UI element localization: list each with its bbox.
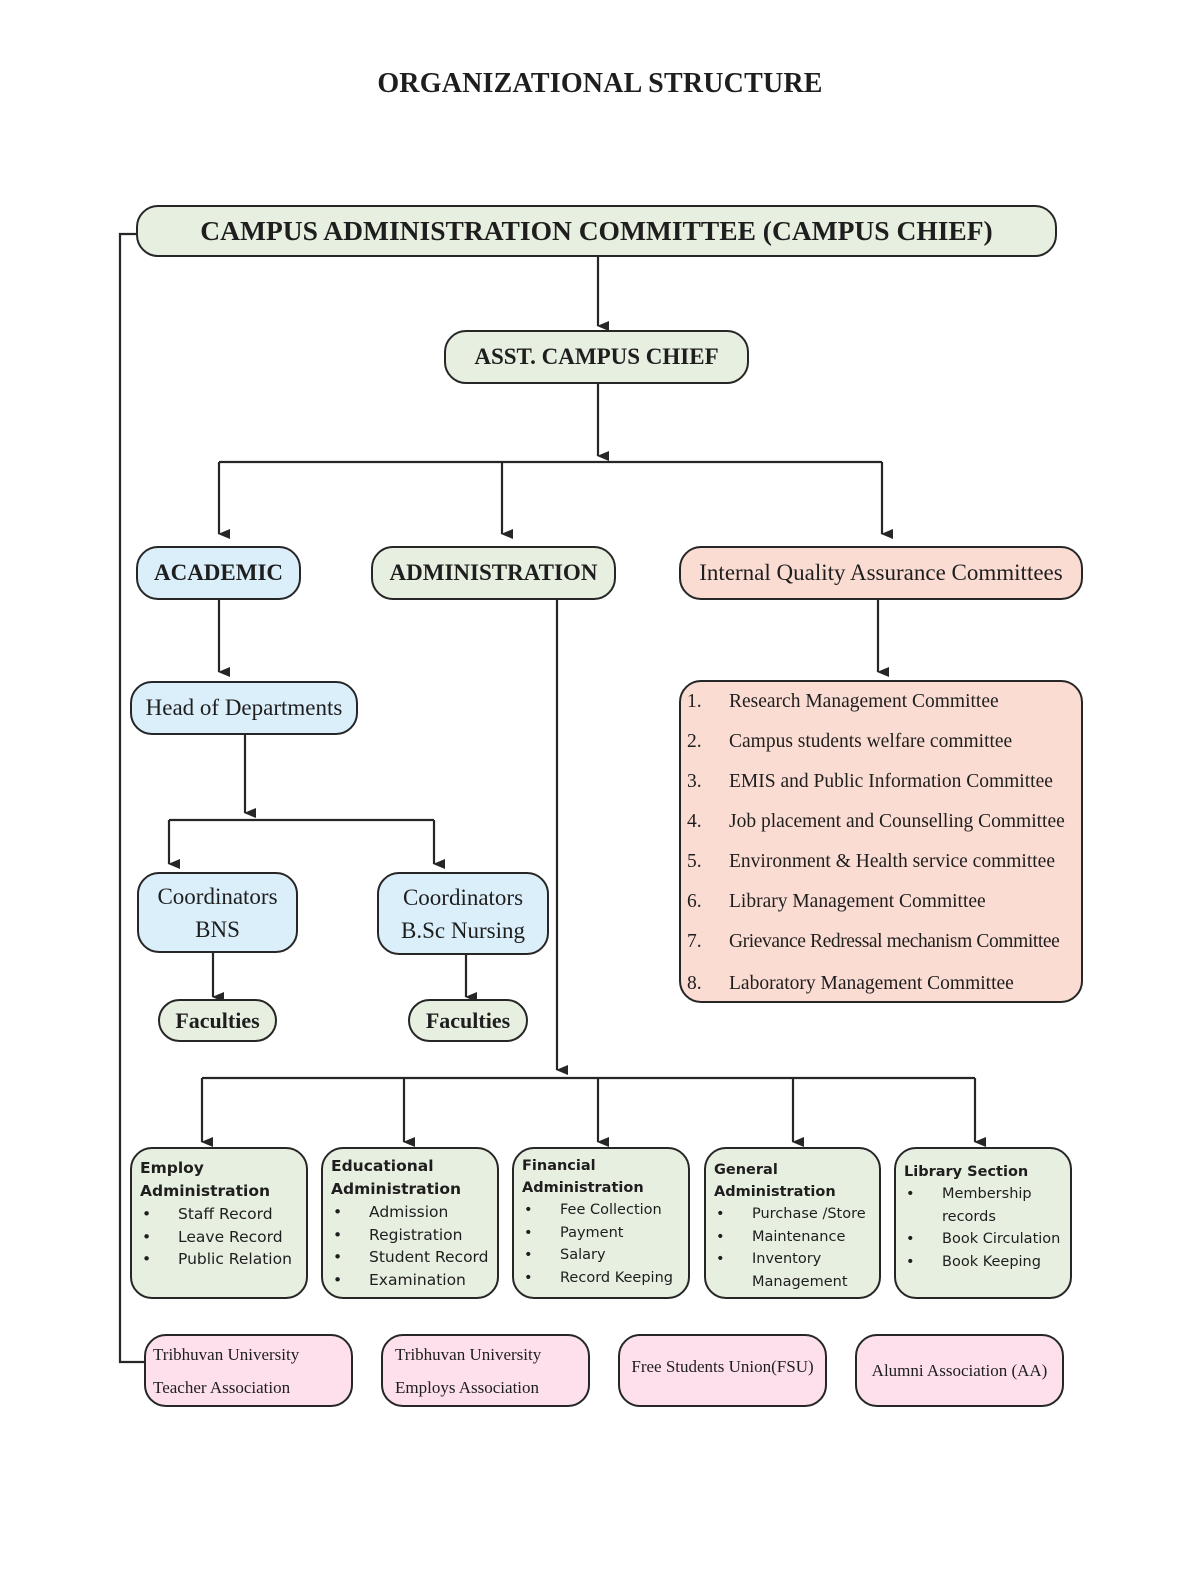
iqac-committee-item: 6. Library Management Committee	[687, 891, 986, 912]
head-of-departments-node: Head of Departments	[130, 681, 358, 735]
connector-committee-to-associations	[118, 232, 145, 1364]
association-line1: Tribhuvan University	[395, 1345, 542, 1364]
bullet-icon: •	[906, 1186, 915, 1202]
educational-administration-section: Educational Administration •Admission •R…	[321, 1147, 499, 1299]
section-item: •Public Relation	[140, 1248, 300, 1271]
section-item: •Admission	[331, 1201, 491, 1224]
campus-committee-node: CAMPUS ADMINISTRATION COMMITTEE (CAMPUS …	[136, 205, 1057, 257]
bullet-icon: •	[142, 1205, 152, 1223]
faculties-bns-node: Faculties	[158, 999, 277, 1042]
section-heading: Library Section	[904, 1164, 1029, 1180]
head-of-departments-label: Head of Departments	[145, 695, 343, 720]
iqac-committee-item: 4. Job placement and Counselling Committ…	[687, 811, 1065, 832]
section-item: •Maintenance	[714, 1226, 873, 1249]
academic-label: ACADEMIC	[153, 560, 284, 585]
bullet-icon: •	[524, 1247, 533, 1263]
section-item: •Staff Record	[140, 1203, 300, 1226]
asst-campus-chief-label: ASST. CAMPUS CHIEF	[474, 344, 719, 369]
bullet-icon: •	[333, 1203, 343, 1221]
bullet-icon: •	[142, 1227, 152, 1246]
administration-node: ADMINISTRATION	[371, 546, 616, 600]
iqac-committee-item: 1. Research Management Committee	[687, 691, 999, 712]
section-item: •Purchase /Store	[714, 1203, 873, 1226]
section-item: •Book Circulation	[904, 1228, 1064, 1251]
iqac-node: Internal Quality Assurance Committees	[679, 546, 1083, 600]
association-line1: Tribhuvan University	[153, 1344, 300, 1364]
section-heading: General Administration	[714, 1162, 836, 1200]
coordinators-bns-node: Coordinators BNS	[137, 872, 298, 953]
financial-administration-section: Financial Administration •Fee Collection…	[512, 1147, 690, 1299]
section-heading: Educational Administration	[331, 1157, 462, 1198]
iqac-label: Internal Quality Assurance Committees	[699, 560, 1063, 585]
bullet-icon: •	[906, 1253, 915, 1270]
association-line1: Alumni Association (AA)	[871, 1360, 1048, 1380]
bullet-icon: •	[716, 1206, 725, 1222]
bullet-icon: •	[524, 1202, 533, 1218]
bullet-icon: •	[524, 1269, 533, 1286]
administration-label: ADMINISTRATION	[389, 560, 598, 585]
association-line2: Teacher Association	[153, 1377, 291, 1397]
bullet-icon: •	[333, 1270, 343, 1289]
bullet-icon: •	[716, 1251, 725, 1267]
iqac-committee-item: 8. Laboratory Management Committee	[687, 973, 1014, 994]
section-item: •Book Keeping	[904, 1251, 1064, 1274]
bullet-icon: •	[142, 1250, 152, 1268]
iqac-committee-item: 2. Campus students welfare committee	[687, 731, 1013, 752]
section-item: •Payment	[522, 1222, 682, 1245]
faculties-bns-label: Faculties	[175, 1007, 260, 1033]
iqac-committee-item: 7. Grievance Redressal mechanism Committ…	[687, 931, 1060, 952]
coordinators-bsc-line1: Coordinators	[402, 884, 524, 910]
section-item: •Student Record	[331, 1246, 491, 1269]
bullet-icon: •	[333, 1248, 343, 1266]
faculties-bsc-label: Faculties	[425, 1007, 511, 1033]
section-item: •Inventory Management	[714, 1248, 873, 1293]
asst-campus-chief-node: ASST. CAMPUS CHIEF	[444, 330, 749, 384]
section-heading: Financial Administration	[522, 1158, 644, 1196]
section-item: •Fee Collection	[522, 1199, 682, 1222]
bullet-icon: •	[906, 1231, 915, 1247]
academic-node: ACADEMIC	[136, 546, 301, 600]
campus-committee-label: CAMPUS ADMINISTRATION COMMITTEE (CAMPUS …	[200, 215, 993, 246]
section-item: •Membership records	[904, 1183, 1064, 1228]
bullet-icon: •	[716, 1228, 725, 1245]
association-alumni: Alumni Association (AA)	[855, 1334, 1064, 1407]
iqac-committee-item: 5. Environment & Health service committe…	[687, 851, 1055, 872]
section-item: •Registration	[331, 1224, 491, 1247]
coordinators-bsc-line2: B.Sc Nursing	[401, 917, 525, 943]
page-title: ORGANIZATIONAL STRUCTURE	[377, 68, 823, 99]
iqac-committee-item: 3. EMIS and Public Information Committee	[687, 771, 1053, 792]
association-line2: Employs Association	[395, 1378, 540, 1397]
association-tu-teacher: Tribhuvan University Teacher Association	[144, 1334, 353, 1407]
association-line1: Free Students Union(FSU)	[631, 1356, 814, 1376]
bullet-icon: •	[524, 1224, 533, 1241]
iqac-committee-list: 1. Research Management Committee 2. Camp…	[679, 680, 1083, 1003]
general-administration-section: General Administration •Purchase /Store …	[704, 1147, 881, 1299]
coordinators-bsc-node: Coordinators B.Sc Nursing	[377, 872, 549, 955]
association-tu-employs: Tribhuvan University Employs Association	[381, 1334, 590, 1407]
section-item: •Examination	[331, 1269, 491, 1292]
association-fsu: Free Students Union(FSU)	[618, 1334, 827, 1407]
section-item: •Salary	[522, 1244, 682, 1267]
employ-administration-section: Employ Administration •Staff Record •Lea…	[130, 1147, 308, 1299]
section-heading: Employ Administration	[140, 1159, 271, 1200]
section-item: •Record Keeping	[522, 1267, 682, 1290]
bullet-icon: •	[333, 1225, 343, 1244]
library-section: Library Section •Membership records •Boo…	[894, 1147, 1072, 1299]
coordinators-bns-line1: Coordinators	[157, 883, 278, 909]
coordinators-bns-line2: BNS	[195, 916, 240, 942]
section-item: •Leave Record	[140, 1226, 300, 1249]
faculties-bsc-node: Faculties	[408, 999, 528, 1042]
